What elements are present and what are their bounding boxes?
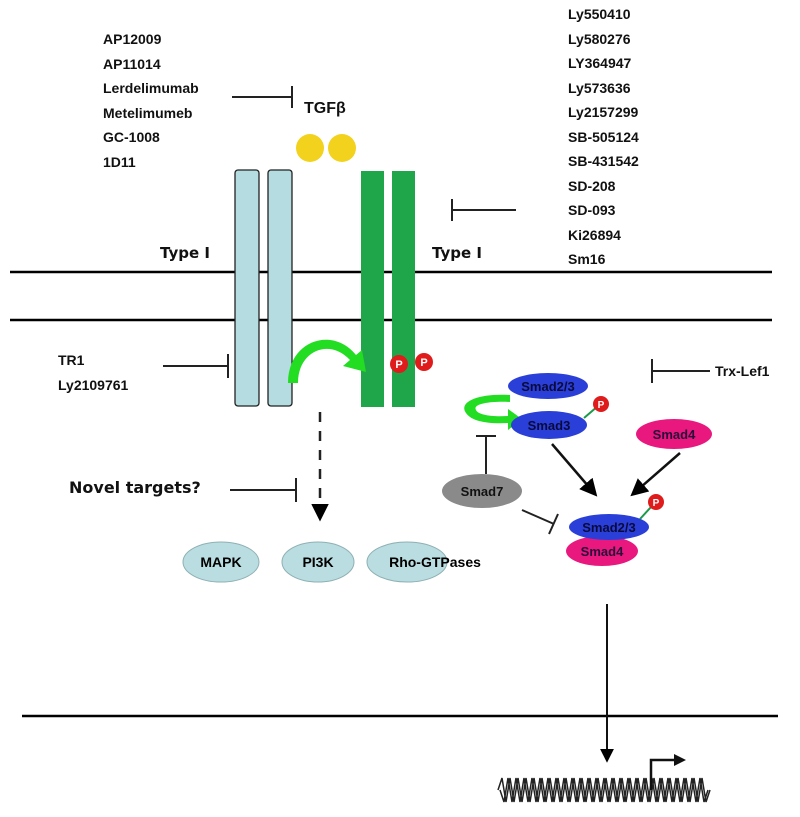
pathway-rho-gtpases: Rho-GTPases	[366, 541, 481, 583]
type1-receptor-bar-1	[361, 171, 384, 407]
ligand-inhibitor-item: GC-1008	[103, 129, 160, 145]
svg-text:Rho-GTPases: Rho-GTPases	[389, 554, 481, 570]
type1-inhibitor-list: TR1 Ly2109761	[58, 348, 128, 397]
kinase-inhibitor-item: LY364947	[568, 55, 632, 71]
kinase-inhibitor-item: Ly550410	[568, 6, 631, 22]
complex-phospho: P	[648, 494, 664, 510]
receptor-phospho-1: P	[390, 355, 408, 373]
tgfb-ligand-right	[328, 134, 356, 162]
kinase-inhibitor-item: Ki26894	[568, 226, 621, 243]
kinase-inhibitor-item: Ly573636	[568, 79, 631, 96]
svg-text:Smad2/3: Smad2/3	[582, 520, 635, 535]
smad-recycle-arrow	[464, 394, 522, 430]
kinase-inhibitor-item: SD-208	[568, 177, 616, 194]
ligand-inhibitor-list: AP12009 AP11014 Lerdelimumab Metelimumeb…	[103, 27, 199, 174]
ligand-inhibitor-item: 1D11	[103, 153, 136, 170]
svg-text:Smad7: Smad7	[461, 484, 504, 499]
ligand-inhibitor-item: Lerdelimumab	[103, 80, 199, 96]
kinase-inhibitor-item: Ly580276	[568, 30, 631, 47]
ligand-inhibitor-item: AP12009	[103, 31, 162, 47]
type1-inhibitor-item: Ly2109761	[58, 376, 129, 393]
svg-text:Smad3: Smad3	[528, 418, 571, 433]
smad3-phospho: P	[593, 396, 609, 412]
type1-inhibitor-item: TR1	[58, 352, 85, 368]
tgfb-label: TGFβ	[304, 100, 346, 117]
kinase-inhibitor-item: SD-093	[568, 202, 616, 218]
tgfb-ligand-left	[296, 134, 324, 162]
pathway-pi3k: PI3K	[281, 541, 355, 583]
type1-receptor-bar-2	[392, 171, 415, 407]
novel-targets-label: Novel targets?	[69, 478, 201, 497]
smad7-node: Smad7	[442, 474, 522, 508]
kinase-inhibitor-list: Ly550410 Ly580276 LY364947 Ly573636 Ly21…	[568, 2, 639, 272]
dna-coil-2	[499, 777, 709, 803]
kinase-inhibitor-item: Sm16	[568, 251, 606, 267]
kinase-inhibitor-item: SB-505124	[568, 128, 639, 145]
smad4-node: Smad4	[636, 419, 712, 449]
svg-text:Smad2/3: Smad2/3	[521, 379, 574, 394]
pathway-mapk: MAPK	[182, 541, 260, 583]
transcription-arrow-head	[674, 754, 686, 766]
smad7-inhibit-line-right	[521, 509, 555, 525]
complex-smad23: Smad2/3	[569, 514, 649, 540]
svg-text:MAPK: MAPK	[200, 554, 241, 570]
svg-text:P: P	[653, 498, 660, 509]
phosphorylation-arrow	[288, 339, 366, 383]
smad3-to-complex-arrow	[551, 443, 598, 497]
type2-receptor-bar-2	[267, 169, 293, 407]
svg-text:P: P	[420, 357, 427, 369]
svg-text:Smad4: Smad4	[581, 544, 624, 559]
svg-text:P: P	[598, 400, 605, 411]
type2-receptor-bar-1	[234, 169, 260, 407]
kinase-inhibitor-item: Ly2157299	[568, 104, 639, 120]
ligand-inhibitor-item: Metelimumeb	[103, 104, 193, 121]
svg-text:P: P	[395, 359, 402, 371]
complex-smad4: Smad4	[566, 536, 638, 566]
svg-text:PI3K: PI3K	[302, 554, 333, 570]
smad23-node: Smad2/3	[508, 373, 588, 399]
complex-phospho-link	[639, 506, 652, 520]
kinase-inhibitor-item: SB-431542	[568, 153, 639, 169]
transcription-start-arrow	[649, 758, 676, 790]
smad4-to-complex-arrow	[630, 452, 681, 497]
receptor-phospho-2: P	[415, 353, 433, 371]
trx-lef1-label: Trx-Lef1	[715, 363, 770, 379]
svg-text:Smad4: Smad4	[653, 427, 696, 442]
type1-right-label: Type Ⅰ	[432, 244, 482, 262]
ligand-inhibitor-item: AP11014	[103, 55, 161, 72]
smad7-inhibit-bar-right	[548, 513, 559, 535]
smad3-node: Smad3	[511, 411, 587, 439]
type1-left-label: Type Ⅰ	[160, 244, 210, 262]
